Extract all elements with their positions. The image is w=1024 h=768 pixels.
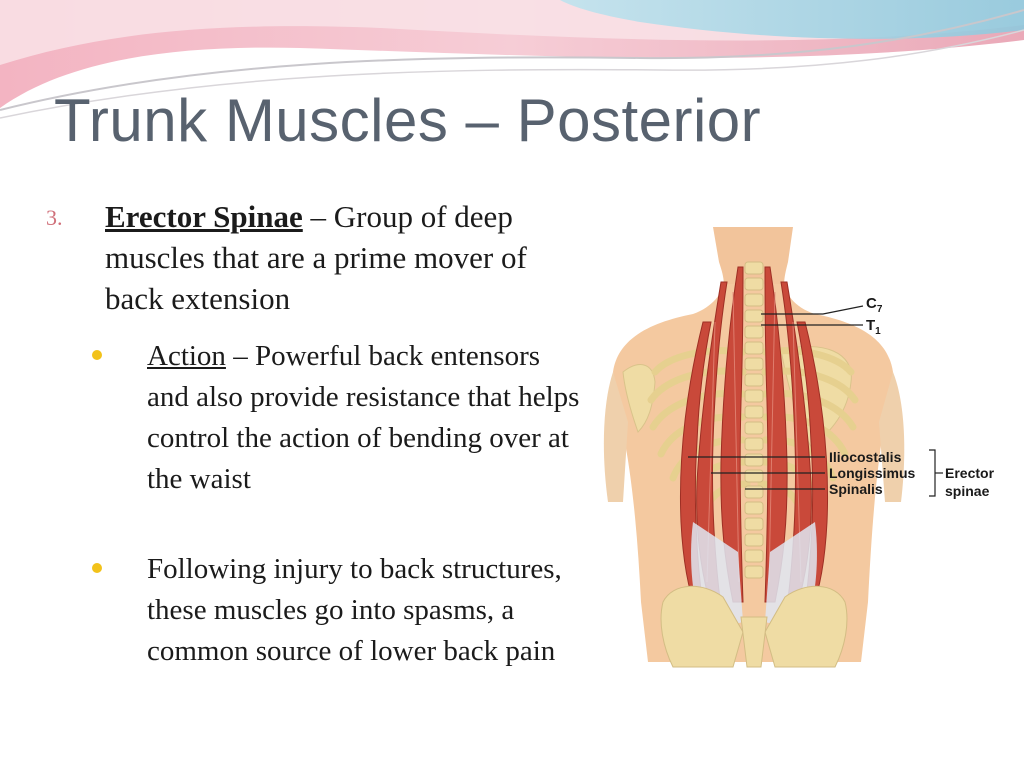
- label-c7: C7: [866, 295, 883, 315]
- bullet-action-term: Action: [147, 340, 226, 372]
- slide-title: Trunk Muscles – Posterior: [54, 87, 762, 154]
- bullet-dot-icon: [92, 563, 102, 573]
- item-paragraph: Erector Spinae – Group of deep muscles t…: [105, 196, 590, 319]
- label-longissimus: Longissimus: [829, 465, 916, 481]
- back-anatomy-drawing: [603, 227, 905, 668]
- bullet-injury-text: Following injury to back structures, the…: [147, 553, 562, 667]
- item-term: Erector Spinae: [105, 199, 303, 234]
- bullet-action: Action – Powerful back entensors and als…: [147, 336, 587, 500]
- item-number: 3.: [46, 205, 63, 230]
- bullet-dot-icon: [92, 350, 102, 360]
- label-t1: T1: [866, 317, 881, 337]
- item-description: – Group of deep muscles that are a prime…: [105, 199, 527, 316]
- label-iliocostalis: Iliocostalis: [829, 449, 902, 465]
- bullet-injury: Following injury to back structures, the…: [147, 549, 587, 672]
- bullet-action-text: – Powerful back entensors and also provi…: [147, 340, 580, 495]
- label-spinalis: Spinalis: [829, 481, 883, 497]
- erector-spinae-illustration: C7 T1 Iliocostalis Longissimus Spinalis …: [603, 227, 995, 668]
- label-group-line2: spinae: [945, 483, 990, 499]
- label-group-line1: Erector: [945, 465, 995, 481]
- figure-labels: C7 T1 Iliocostalis Longissimus Spinalis …: [829, 295, 995, 499]
- decorative-banner: [0, 0, 1024, 119]
